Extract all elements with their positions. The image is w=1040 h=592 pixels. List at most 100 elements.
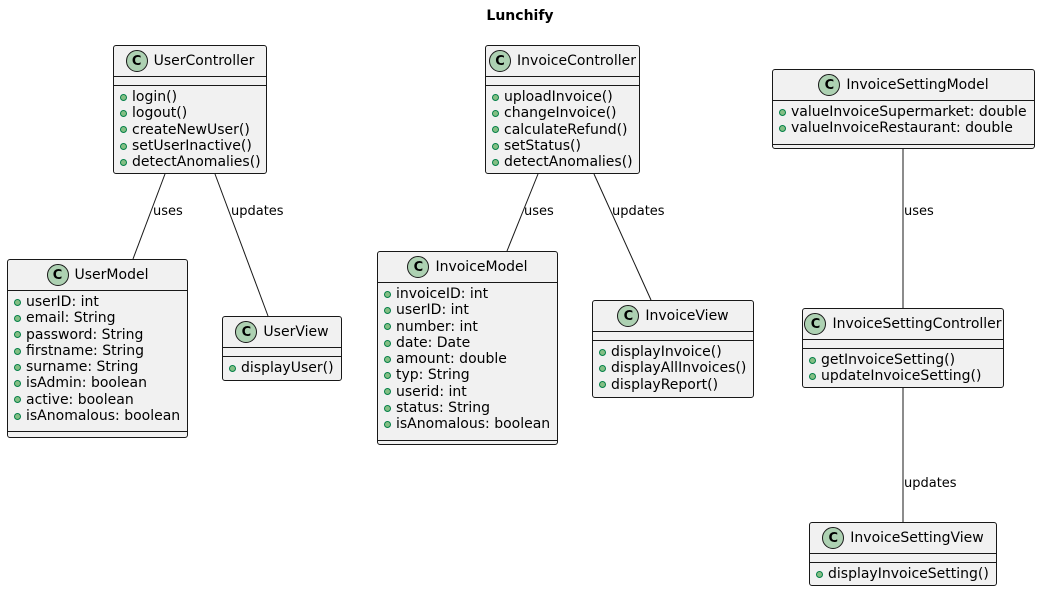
attribute: valueInvoiceRestaurant: double [779, 120, 1030, 136]
attribute: active: boolean [14, 392, 183, 408]
public-visibility-icon [492, 142, 499, 150]
attribute: email: String [14, 310, 183, 326]
attribute: valueInvoiceSupermarket: double [779, 104, 1030, 120]
method: displayUser() [229, 360, 337, 376]
public-visibility-icon [384, 421, 391, 429]
methods-compartment: displayInvoice() displayAllInvoices() di… [593, 341, 753, 400]
class-name: InvoiceController [517, 53, 636, 69]
relation-label: uses [524, 204, 554, 219]
attribute: surname: String [14, 359, 183, 375]
public-visibility-icon [120, 158, 127, 166]
relation-label: updates [231, 204, 284, 219]
method: logout() [120, 105, 262, 121]
class-icon: C [489, 50, 512, 72]
attribute: password: String [14, 327, 183, 343]
class-icon: C [822, 527, 845, 549]
method: createNewUser() [120, 122, 262, 138]
attributes-compartment [486, 77, 639, 86]
attribute: userID: int [384, 302, 553, 318]
public-visibility-icon [120, 126, 127, 134]
public-visibility-icon [14, 347, 21, 355]
relation-label: uses [904, 204, 934, 219]
attribute: number: int [384, 319, 553, 335]
public-visibility-icon [14, 363, 21, 371]
class-icon: C [804, 313, 827, 335]
public-visibility-icon [599, 381, 606, 389]
public-visibility-icon [492, 126, 499, 134]
public-visibility-icon [384, 323, 391, 331]
public-visibility-icon [809, 356, 816, 364]
methods-compartment: getInvoiceSetting() updateInvoiceSetting… [803, 349, 1003, 392]
public-visibility-icon [120, 142, 127, 150]
public-visibility-icon [779, 108, 786, 116]
public-visibility-icon [492, 158, 499, 166]
method: detectAnomalies() [492, 154, 635, 170]
public-visibility-icon [14, 396, 21, 404]
attribute: firstname: String [14, 343, 183, 359]
method: displayReport() [599, 377, 749, 393]
methods-compartment: displayInvoiceSetting() [810, 563, 996, 589]
class-icon: C [125, 50, 148, 72]
attribute: typ: String [384, 367, 553, 383]
method: getInvoiceSetting() [809, 352, 999, 368]
public-visibility-icon [599, 348, 606, 356]
public-visibility-icon [384, 388, 391, 396]
method: login() [120, 89, 262, 105]
methods-compartment: login() logout() createNewUser() setUser… [114, 86, 266, 177]
attribute: userid: int [384, 384, 553, 400]
public-visibility-icon [599, 364, 606, 372]
class-icon: C [235, 321, 258, 343]
public-visibility-icon [384, 290, 391, 298]
attributes-compartment: userID: int email: String password: Stri… [8, 291, 187, 433]
attribute: invoiceID: int [384, 286, 553, 302]
method: displayInvoiceSetting() [816, 566, 992, 582]
public-visibility-icon [14, 331, 21, 339]
attribute: isAnomalous: boolean [14, 408, 183, 424]
attribute: amount: double [384, 351, 553, 367]
attributes-compartment: valueInvoiceSupermarket: double valueInv… [773, 101, 1034, 145]
relation-label: updates [904, 476, 957, 491]
attribute: userID: int [14, 294, 183, 310]
diagram-title: Lunchify [486, 8, 554, 24]
class-name: UserModel [74, 267, 149, 283]
public-visibility-icon [14, 314, 21, 322]
public-visibility-icon [384, 355, 391, 363]
attributes-compartment: invoiceID: int userID: int number: int d… [378, 283, 557, 441]
method: setUserInactive() [120, 138, 262, 154]
method: displayInvoice() [599, 344, 749, 360]
class-name: InvoiceModel [435, 259, 528, 275]
public-visibility-icon [384, 306, 391, 314]
attributes-compartment [803, 340, 1003, 349]
attribute: isAnomalous: boolean [384, 416, 553, 432]
attributes-compartment [223, 348, 341, 357]
public-visibility-icon [384, 372, 391, 380]
public-visibility-icon [779, 124, 786, 132]
method: setStatus() [492, 138, 635, 154]
attribute: isAdmin: boolean [14, 375, 183, 391]
relation-line [593, 173, 652, 301]
class-name: InvoiceView [645, 308, 729, 324]
class-name: UserView [263, 324, 329, 340]
public-visibility-icon [492, 93, 499, 101]
public-visibility-icon [14, 298, 21, 306]
relation-line [506, 173, 539, 252]
public-visibility-icon [384, 404, 391, 412]
public-visibility-icon [120, 93, 127, 101]
class-user-view[interactable]: C UserView displayUser() [222, 316, 342, 381]
attributes-compartment [810, 554, 996, 563]
relation-line [214, 173, 269, 317]
public-visibility-icon [229, 364, 236, 372]
method: updateInvoiceSetting() [809, 368, 999, 384]
attribute: status: String [384, 400, 553, 416]
attributes-compartment [593, 332, 753, 341]
method: displayAllInvoices() [599, 360, 749, 376]
